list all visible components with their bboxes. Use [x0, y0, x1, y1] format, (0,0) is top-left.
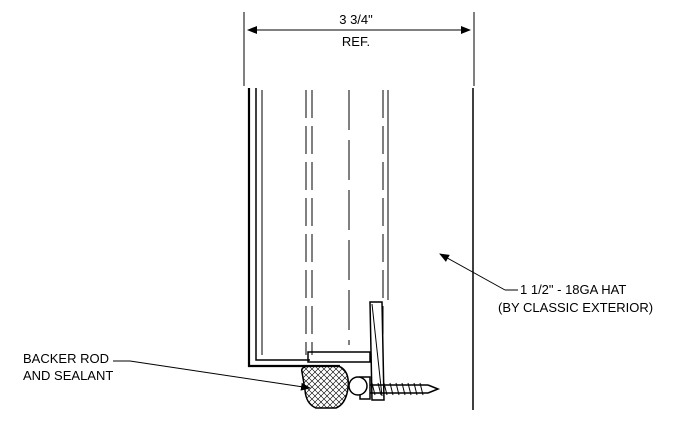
hat-callout-line2: (BY CLASSIC EXTERIOR)	[498, 300, 653, 315]
panel-profile-inner	[255, 88, 310, 361]
clip-washer	[369, 301, 385, 401]
fastener-threads	[371, 382, 424, 396]
hat-leader	[439, 253, 506, 291]
backer-leader	[129, 360, 311, 391]
dimension-value: 3 3/4"	[339, 12, 373, 27]
hat-callout-line1: 1 1/2" - 18GA HAT	[520, 282, 626, 297]
backer-callout-line2: AND SEALANT	[23, 368, 113, 383]
dimension-qualifier: REF.	[342, 34, 370, 49]
clip-washer-diagonal	[371, 303, 383, 397]
clip-plate	[307, 351, 371, 363]
fastener-tip	[427, 384, 441, 394]
panel-profile	[247, 88, 340, 368]
backer-callout-line1: BACKER ROD	[23, 351, 109, 366]
backer-rod-circle	[348, 376, 368, 396]
backer-rod	[300, 365, 350, 409]
